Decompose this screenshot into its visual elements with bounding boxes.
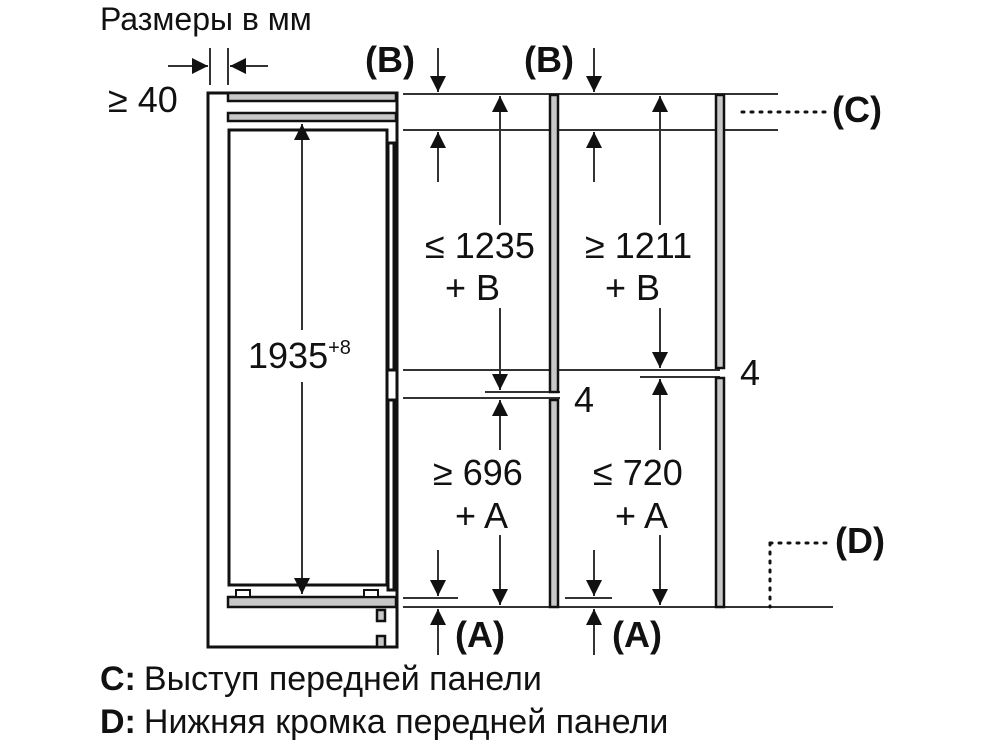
marker-b-1: (B) — [365, 39, 415, 80]
diagram-title: Размеры в мм — [100, 1, 312, 37]
svg-text:≤ 720: ≤ 720 — [593, 452, 683, 493]
front-panels — [548, 93, 726, 609]
lower-niche-dimension-2: ≤ 720 + A — [593, 379, 683, 605]
marker-b-2: (B) — [524, 39, 574, 80]
svg-text:+ B: + B — [445, 267, 500, 308]
gap-label-1: 4 — [574, 379, 594, 420]
svg-text:≥ 1211: ≥ 1211 — [585, 225, 692, 266]
svg-text:≥ 696: ≥ 696 — [433, 452, 523, 493]
legend-item-d: D:Нижняя кромка передней панели — [100, 703, 668, 741]
lower-niche-dimension-1: ≥ 696 + A — [433, 400, 523, 605]
upper-niche-dimension-1: ≤ 1235 + B — [425, 96, 535, 390]
marker-a-1: (A) — [455, 614, 505, 655]
appliance-height-label: 1935+8 — [248, 335, 351, 376]
svg-text:(D): (D) — [835, 520, 885, 561]
legend: C:Выступ передней панели D:Нижняя кромка… — [100, 660, 668, 741]
upper-niche-dimension-2: ≥ 1211 + B — [585, 96, 692, 368]
side-gap-label: ≥ 40 — [108, 79, 178, 120]
legend-item-c: C:Выступ передней панели — [100, 660, 542, 698]
b-markers: (B) (B) — [365, 39, 602, 182]
svg-text:+ A: + A — [615, 495, 668, 536]
side-gap-dimension: ≥ 40 — [108, 48, 268, 120]
svg-text:(C): (C) — [832, 89, 882, 130]
d-marker: (D) — [768, 520, 885, 609]
a-markers: (A) (A) — [430, 550, 662, 655]
c-marker: (C) — [740, 89, 882, 130]
gap-label-2: 4 — [740, 352, 760, 393]
marker-a-2: (A) — [612, 614, 662, 655]
svg-text:+ B: + B — [605, 267, 660, 308]
svg-text:+ A: + A — [455, 495, 508, 536]
appliance-height-dimension: 1935+8 — [248, 124, 351, 594]
svg-text:≤ 1235: ≤ 1235 — [425, 225, 535, 266]
